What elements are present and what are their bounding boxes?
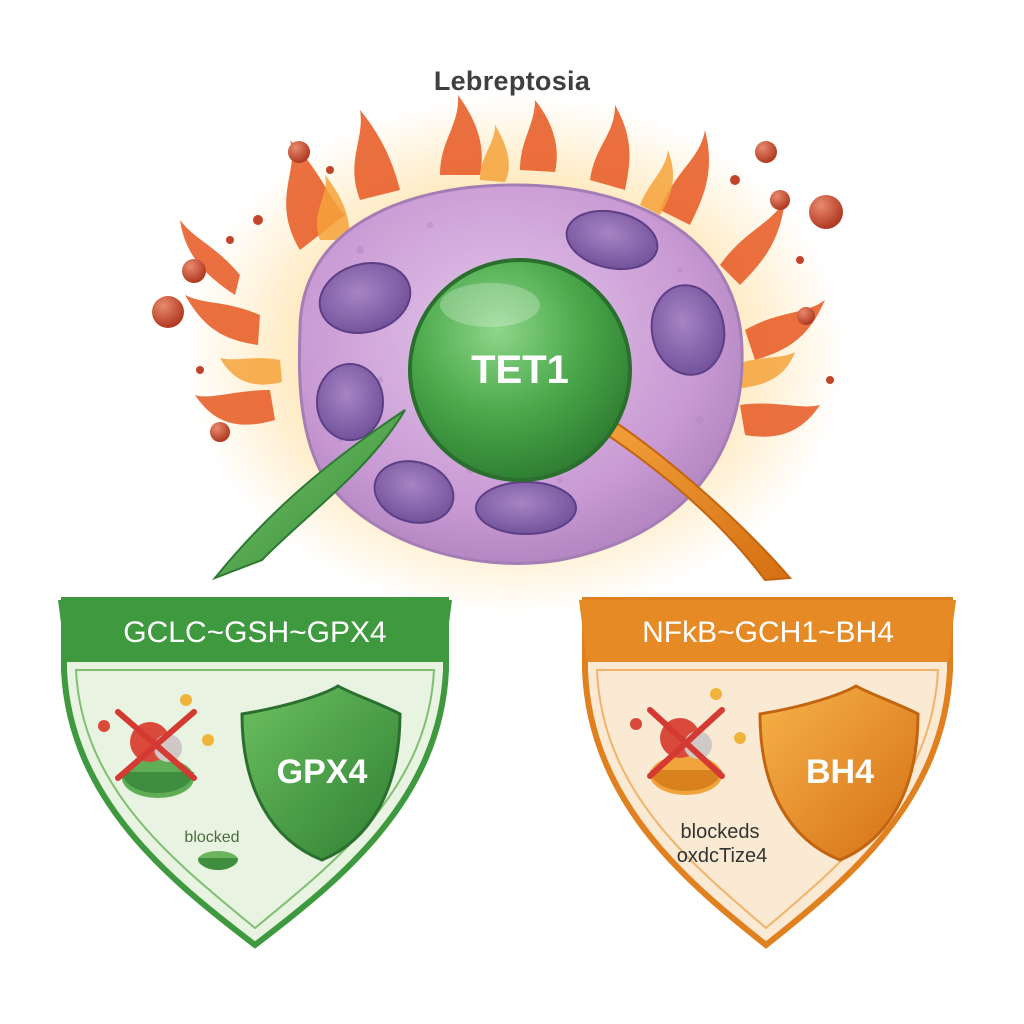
left-caption: blocked: [184, 829, 239, 846]
diagram-title: Lebreptosia: [433, 66, 591, 96]
right-shield-label: BH4: [806, 753, 874, 791]
left-pathway-label: GCLC~GSH~GPX4: [123, 616, 386, 649]
arrow-to-left-panel: [211, 409, 406, 581]
right-shield-icon: BH4: [758, 684, 920, 862]
left-shield-label: GPX4: [277, 753, 368, 791]
nucleus: TET1: [408, 258, 632, 482]
right-panel: NFkB~GCH1~BH4 BH4 blockeds oxdcTize4: [579, 597, 956, 949]
right-caption-line1: blockeds: [681, 821, 760, 843]
arrow-to-right-panel: [599, 410, 793, 582]
right-caption-line2: oxdcTize4: [677, 845, 767, 867]
right-blocked-icon: [630, 688, 746, 795]
small-bowl-icon: [198, 851, 238, 870]
left-blocked-icon: [98, 694, 214, 798]
mitochondria: [316, 209, 726, 535]
right-pathway-label: NFkB~GCH1~BH4: [642, 616, 894, 649]
droplets: [152, 141, 843, 442]
left-shield-icon: GPX4: [240, 684, 402, 862]
nucleus-label: TET1: [471, 348, 569, 392]
left-panel: GCLC~GSH~GPX4 GPX4 blocked: [58, 597, 452, 949]
